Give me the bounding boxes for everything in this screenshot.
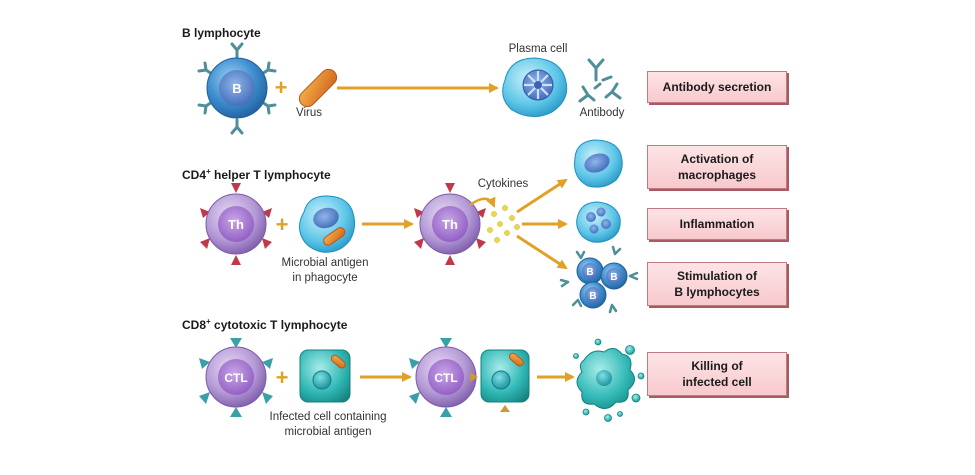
cytokines-icon bbox=[487, 205, 520, 243]
phagocyte-icon bbox=[299, 195, 356, 253]
cytokine-release-arrow bbox=[469, 196, 496, 208]
plasma-cell-icon bbox=[502, 57, 568, 117]
cytotoxic-t-title-sup: + bbox=[206, 317, 211, 326]
plus-sign: + bbox=[275, 75, 288, 100]
outcome-killing-line2: infected cell bbox=[682, 375, 752, 389]
cytotoxic-t-title-prefix: CD8 bbox=[182, 318, 207, 332]
arrow-to-b-lymphocytes bbox=[516, 234, 568, 270]
helper-t-title-sup: + bbox=[206, 167, 211, 176]
infected-cell-caption: Infected cell containing microbial antig… bbox=[254, 410, 402, 440]
helper-t-cell-right: Th bbox=[414, 183, 486, 265]
helper-t-cell-left: Th bbox=[200, 183, 272, 265]
outcome-antibody-secretion: Antibody secretion bbox=[647, 71, 787, 103]
ctl-cell-right: CTL bbox=[409, 338, 477, 417]
plus-sign: + bbox=[276, 212, 289, 237]
outcome-b-line1: Stimulation of bbox=[677, 269, 757, 283]
plus-sign: + bbox=[276, 365, 289, 390]
ctl-cell-left: CTL bbox=[199, 338, 273, 417]
infected-cell-icon bbox=[299, 349, 351, 403]
antibody-caption: Antibody bbox=[579, 107, 625, 119]
outcome-activation-of-macrophages: Activation of macrophages bbox=[647, 145, 787, 189]
microbial-antigen-caption-line1: Microbial antigen bbox=[281, 257, 369, 269]
ctl-label-right: CTL bbox=[434, 371, 457, 385]
outcome-b-line2: B lymphocytes bbox=[674, 285, 760, 299]
virus-caption: Virus bbox=[296, 107, 322, 119]
helper-t-title-prefix: CD4 bbox=[182, 168, 207, 182]
outcome-killing-of-infected-cell: Killing of infected cell bbox=[647, 352, 787, 396]
dying-cell-icon bbox=[573, 338, 645, 422]
helper-t-label: Th bbox=[228, 217, 244, 232]
plasma-cell-caption: Plasma cell bbox=[508, 43, 568, 55]
b-lymphocyte-cell: B bbox=[197, 42, 277, 135]
helper-t-label-right: Th bbox=[442, 217, 458, 232]
cytotoxic-t-title: CD8+ cytotoxic T lymphocyte bbox=[182, 317, 347, 332]
infected-cell-caption-line2: microbial antigen bbox=[284, 426, 372, 438]
b-cell-label-3: B bbox=[589, 291, 596, 302]
outcome-macrophages-line1: Activation of bbox=[680, 152, 754, 166]
activated-macrophage-icon bbox=[574, 139, 623, 188]
ctl-label: CTL bbox=[224, 371, 247, 385]
helper-t-title-suffix: helper T lymphocyte bbox=[210, 168, 331, 182]
b-cell-label-1: B bbox=[586, 267, 593, 278]
microbial-antigen-caption: Microbial antigen in phagocyte bbox=[270, 256, 380, 286]
microbial-antigen-caption-line2: in phagocyte bbox=[292, 272, 358, 284]
target-infected-cell-icon bbox=[470, 349, 530, 412]
b-lymphocyte-title: B lymphocyte bbox=[182, 26, 261, 40]
b-cell-label: B bbox=[232, 81, 241, 96]
infected-cell-caption-line1: Infected cell containing bbox=[269, 411, 387, 423]
cytokines-caption: Cytokines bbox=[477, 178, 529, 190]
outcome-macrophages-line2: macrophages bbox=[677, 168, 757, 182]
inflammation-cell-icon bbox=[576, 201, 621, 243]
antibody-icon bbox=[578, 58, 622, 103]
b-lymphocytes-cluster-icon: B B B bbox=[559, 245, 639, 314]
outcome-stimulation-of-b-lymphocytes: Stimulation of B lymphocytes bbox=[647, 262, 787, 306]
b-cell-label-2: B bbox=[610, 272, 617, 283]
helper-t-title: CD4+ helper T lymphocyte bbox=[182, 167, 331, 182]
virus-icon bbox=[298, 68, 338, 108]
arrow-to-macrophage bbox=[516, 178, 568, 214]
outcome-inflammation: Inflammation bbox=[647, 208, 787, 240]
outcome-killing-line1: Killing of bbox=[691, 359, 743, 373]
cytotoxic-t-title-suffix: cytotoxic T lymphocyte bbox=[210, 318, 348, 332]
